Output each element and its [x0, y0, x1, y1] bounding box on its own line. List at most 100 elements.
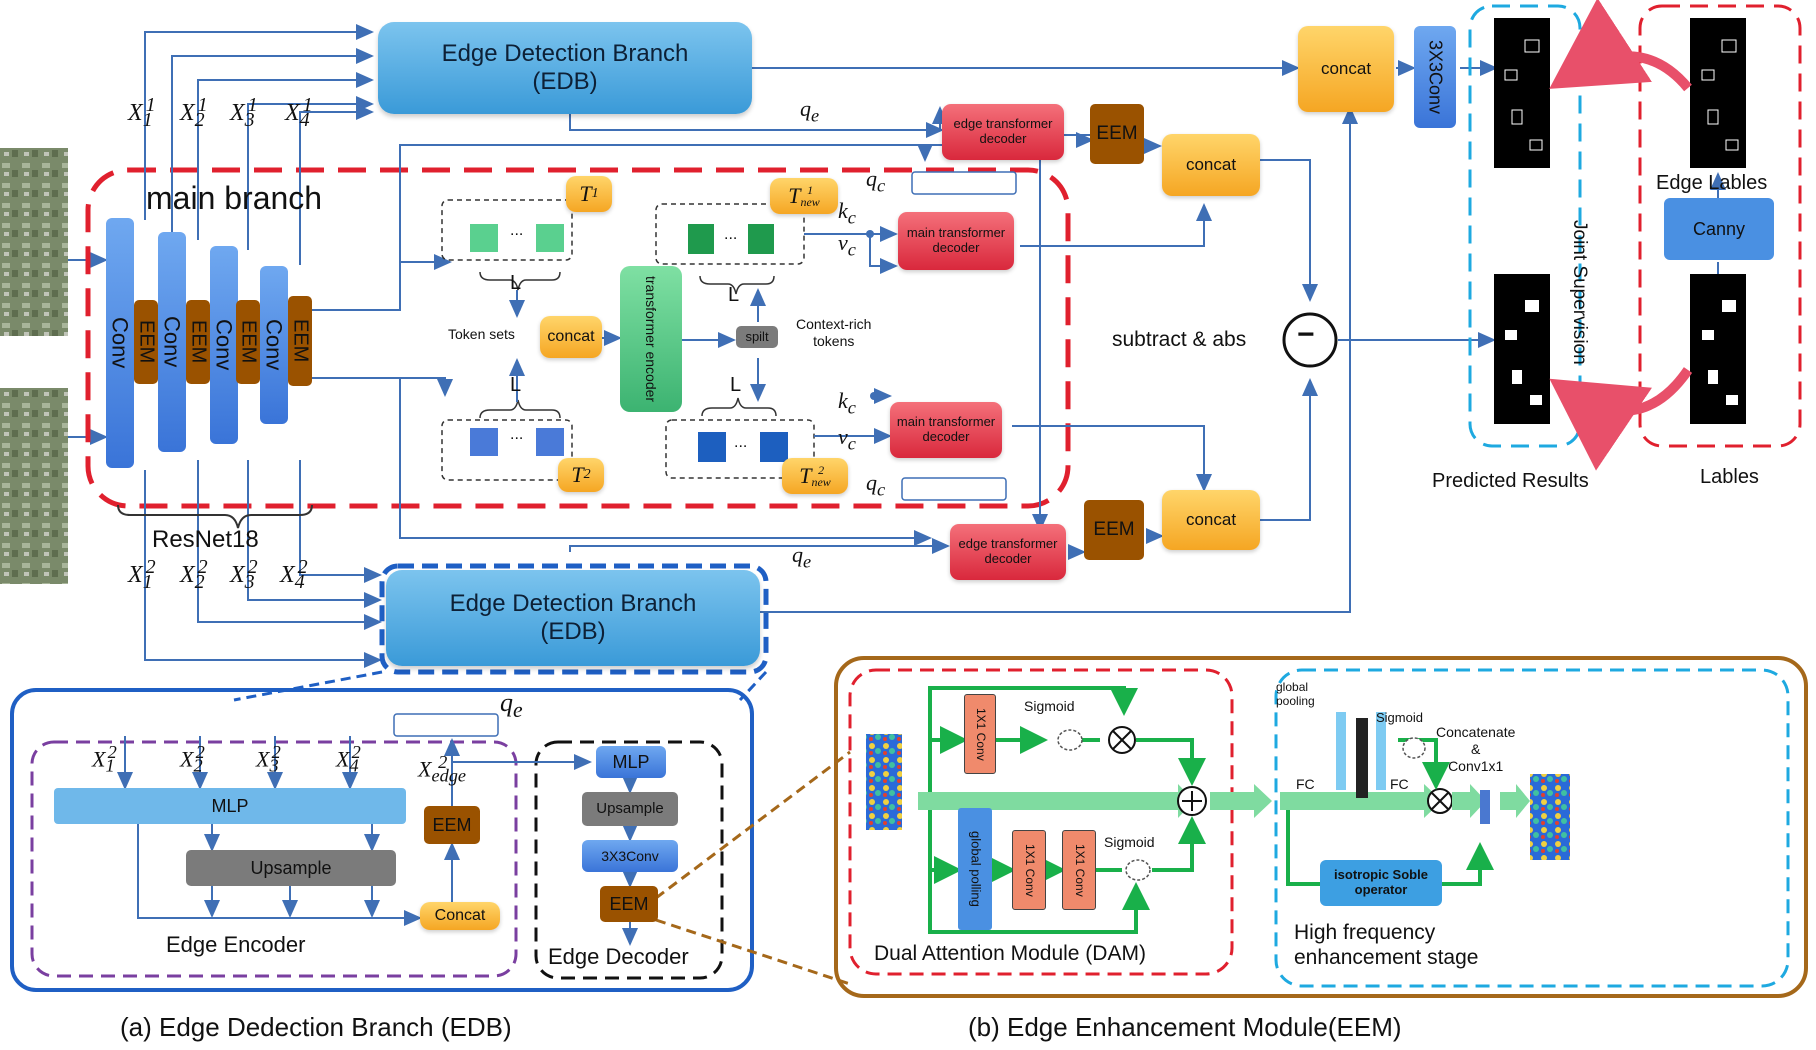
edge-decoder-label: Edge Decoder: [548, 944, 689, 969]
x3-top-label: X31: [230, 94, 258, 131]
lables-label: Lables: [1700, 466, 1759, 488]
caption-b: (b) Edge Enhancement Module(EEM): [968, 1012, 1402, 1042]
dam-sigmoid-top: Sigmoid: [1024, 698, 1075, 714]
predicted-results-border: [1468, 4, 1582, 448]
transformer-encoder: transformer encoder: [620, 266, 682, 412]
qe-top-label: qe: [800, 96, 820, 126]
l-label-4: L: [730, 374, 742, 396]
concat-mid-bottom: concat: [1162, 490, 1260, 550]
conv3x3-final: 3X3Conv: [1414, 26, 1456, 128]
kc-bottom-label: kc: [838, 388, 856, 418]
predicted-results-label: Predicted Results: [1432, 470, 1589, 492]
dam-label: Dual Attention Module (DAM): [874, 942, 1146, 965]
hf-sigmoid: Sigmoid: [1376, 710, 1423, 725]
eem-input-feature: [866, 734, 902, 830]
qc-top-label: qc: [866, 166, 886, 196]
canny-block: Canny: [1664, 198, 1774, 260]
minus-symbol: −: [1297, 318, 1315, 351]
vc-top-label: vc: [838, 230, 856, 260]
x4-detail-label: X42: [336, 742, 361, 776]
edb-top-line1: Edge Detection Branch: [441, 40, 689, 68]
dec-conv3x3: 3X3Conv: [582, 840, 678, 872]
eem-block-3: EEM: [236, 300, 260, 384]
x1-bottom-label: X12: [128, 556, 156, 593]
token-sets-label: Token sets: [448, 326, 515, 342]
vc-bottom-label: vc: [838, 424, 856, 454]
edb-concat: Concat: [420, 902, 500, 930]
edb-top-line2: (EDB): [532, 68, 598, 95]
concat-mid-top: concat: [1162, 134, 1260, 196]
l-label-2: L: [728, 284, 740, 306]
edge-transformer-decoder-bottom: edge transformer decoder: [950, 524, 1066, 580]
hf-fc-right: FC: [1390, 776, 1409, 792]
edb-eem: EEM: [424, 806, 480, 844]
conv-block-3: Conv: [210, 246, 238, 444]
eem-detail-panel: [834, 656, 1808, 998]
edb-top: Edge Detection Branch (EDB): [378, 22, 752, 114]
x1-detail-label: X12: [92, 742, 117, 776]
edge-encoder-label: Edge Encoder: [166, 932, 306, 957]
x2-detail-label: X22: [180, 742, 205, 776]
qc-bottom-label: qc: [866, 470, 886, 500]
kc-top-label: kc: [838, 198, 856, 228]
dam-border: [848, 668, 1234, 976]
main-branch-label: main branch: [146, 180, 323, 216]
dam-global-pooling: global polling: [958, 808, 992, 930]
dec-eem: EEM: [600, 886, 658, 922]
ellipsis-4: ...: [734, 434, 748, 451]
eem-bottom: EEM: [1084, 500, 1144, 560]
resnet-label: ResNet18: [152, 526, 259, 553]
edb-upsample: Upsample: [186, 850, 396, 886]
edb-bottom: Edge Detection Branch (EDB): [386, 570, 760, 666]
dec-mlp: MLP: [596, 746, 666, 778]
eem-block-1: EEM: [134, 300, 158, 384]
x3-detail-label: X32: [256, 742, 281, 776]
input-image-2: [0, 388, 68, 584]
x3-bottom-label: X32: [230, 556, 258, 593]
subtract-circle: [1282, 312, 1338, 368]
conv-block-2: Conv: [158, 232, 186, 452]
dam-sigmoid-bottom: Sigmoid: [1104, 834, 1155, 850]
concat-final: concat: [1298, 26, 1394, 112]
edb-bottom-line2: (EDB): [540, 618, 606, 645]
l-label-3: L: [510, 374, 522, 396]
x1-top-label: X11: [128, 94, 156, 131]
edb-mlp: MLP: [54, 788, 406, 824]
labels-border: [1638, 4, 1802, 448]
x4-top-label: X41: [285, 94, 313, 131]
main-branch-border: [85, 167, 1071, 509]
edb-bottom-line1: Edge Detection Branch: [449, 590, 697, 618]
split-block: spilt: [736, 326, 778, 348]
input-image-1: [0, 148, 68, 336]
edge-decoder-border: [534, 740, 724, 980]
hf-border: [1274, 668, 1790, 988]
conv-block-4: Conv: [260, 266, 288, 424]
l-label-1: L: [510, 272, 522, 294]
predicted-edge-map: [1494, 18, 1550, 168]
main-transformer-decoder-bottom: main transformer decoder: [890, 402, 1002, 458]
eem-block-2: EEM: [186, 300, 210, 384]
x2-bottom-label: X22: [180, 556, 208, 593]
qe-detail-label: qe: [500, 688, 523, 723]
qe-bottom-label: qe: [792, 542, 812, 572]
edge-lables-label: Edge Lables: [1656, 172, 1768, 194]
token-concat: concat: [540, 316, 602, 358]
eem-output-feature: [1530, 774, 1570, 860]
dam-conv1x1-bottom: 1X1 Conv: [1062, 830, 1096, 910]
main-transformer-decoder-top: main transformer decoder: [898, 212, 1014, 270]
joint-supervision-label: Joint Supervision: [1569, 220, 1590, 365]
x4-bottom-label: X42: [280, 556, 308, 593]
ellipsis-2: ...: [724, 226, 738, 243]
ellipsis-3: ...: [510, 426, 524, 443]
x2-top-label: X21: [180, 94, 208, 131]
ellipsis-1: ...: [510, 222, 524, 239]
